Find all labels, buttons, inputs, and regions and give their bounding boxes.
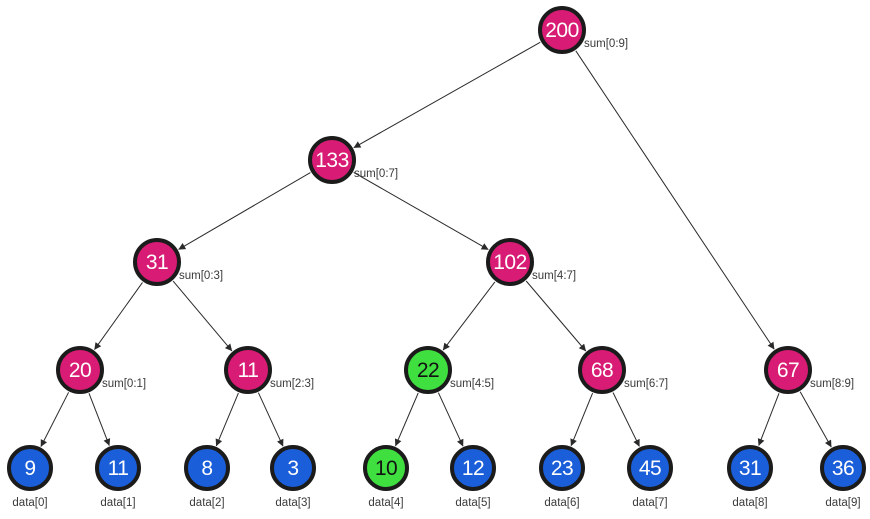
tree-node-label: sum[0:7] — [354, 168, 399, 180]
tree-edge-n133-n102 — [353, 171, 489, 251]
tree-node-n20[interactable]: 20 — [56, 346, 104, 394]
tree-node-value: 45 — [638, 456, 662, 480]
tree-node-d4[interactable]: 10 — [363, 445, 409, 491]
tree-node-label: sum[0:3] — [179, 270, 224, 282]
tree-node-n22[interactable]: 22 — [404, 346, 452, 394]
tree-node-label: sum[2:3] — [270, 378, 315, 390]
tree-node-value: 36 — [831, 456, 855, 480]
tree-node-d7[interactable]: 45 — [627, 445, 673, 491]
tree-edge-n102-n68 — [525, 280, 587, 352]
tree-node-value: 31 — [145, 250, 169, 274]
tree-edge-n68-d7 — [612, 392, 640, 447]
tree-edge-n200-n133 — [353, 41, 541, 149]
tree-edge-n11-d3 — [257, 392, 284, 447]
tree-edge-n22-d5 — [437, 392, 464, 447]
tree-node-value: 9 — [24, 456, 36, 480]
tree-node-label: data[1] — [100, 497, 136, 509]
tree-edge-n102-n22 — [442, 281, 496, 351]
tree-node-label: sum[0:9] — [584, 38, 629, 50]
tree-node-n200[interactable]: 200 — [538, 6, 586, 54]
tree-node-d9[interactable]: 36 — [820, 445, 866, 491]
tree-edge-n11-d2 — [215, 392, 239, 447]
tree-node-value: 11 — [107, 456, 129, 480]
tree-edge-n20-d1 — [88, 393, 111, 446]
tree-node-label: sum[4:7] — [532, 270, 577, 282]
tree-node-label: data[8] — [732, 497, 768, 509]
tree-node-n102[interactable]: 102 — [486, 238, 534, 286]
tree-node-d3[interactable]: 3 — [270, 445, 316, 491]
tree-edge-n67-d8 — [757, 393, 780, 446]
tree-node-n67[interactable]: 67 — [764, 346, 812, 394]
tree-node-value: 200 — [545, 18, 579, 42]
tree-node-d0[interactable]: 9 — [7, 445, 53, 491]
tree-node-value: 67 — [776, 358, 800, 382]
tree-node-d5[interactable]: 12 — [450, 445, 496, 491]
tree-node-label: data[6] — [544, 497, 580, 509]
tree-edge-n133-n31 — [178, 172, 311, 250]
tree-node-d1[interactable]: 11 — [95, 445, 141, 491]
tree-edge-n68-d6 — [570, 392, 594, 447]
tree-node-value: 10 — [374, 456, 398, 480]
tree-node-value: 68 — [590, 358, 614, 382]
tree-node-n133[interactable]: 133 — [308, 136, 356, 184]
tree-node-label: sum[8:9] — [810, 378, 855, 390]
tree-node-label: data[9] — [825, 497, 861, 509]
tree-node-value: 133 — [315, 148, 349, 172]
tree-node-value: 20 — [68, 358, 92, 382]
tree-edge-n31-n20 — [94, 282, 143, 350]
tree-node-label: sum[6:7] — [624, 378, 669, 390]
tree-edge-n67-d9 — [799, 391, 832, 448]
tree-node-value: 102 — [493, 250, 527, 274]
tree-node-label: data[2] — [189, 497, 225, 509]
tree-edge-n20-d0 — [40, 392, 70, 447]
tree-edge-n22-d4 — [394, 392, 419, 447]
tree-node-label: sum[0:1] — [102, 378, 147, 390]
tree-node-value: 22 — [416, 358, 440, 382]
tree-node-d8[interactable]: 31 — [727, 445, 773, 491]
tree-node-value: 12 — [461, 456, 485, 480]
tree-node-value: 31 — [738, 456, 762, 480]
tree-node-label: data[5] — [455, 497, 491, 509]
tree-node-label: data[0] — [12, 497, 48, 509]
tree-node-value: 3 — [287, 456, 299, 480]
tree-edge-n200-n67 — [575, 50, 775, 350]
tree-node-label: data[7] — [632, 497, 668, 509]
tree-node-n11[interactable]: 11 — [224, 346, 272, 394]
tree-node-d6[interactable]: 23 — [539, 445, 585, 491]
tree-node-d2[interactable]: 8 — [184, 445, 230, 491]
tree-node-n68[interactable]: 68 — [578, 346, 626, 394]
tree-node-value: 11 — [237, 358, 259, 382]
tree-node-n31[interactable]: 31 — [133, 238, 181, 286]
tree-node-value: 23 — [550, 456, 574, 480]
tree-node-label: sum[4:5] — [450, 378, 495, 390]
tree-node-label: data[4] — [368, 497, 404, 509]
tree-edge-n31-n11 — [172, 280, 233, 352]
tree-node-label: data[3] — [275, 497, 311, 509]
tree-node-value: 8 — [201, 456, 213, 480]
